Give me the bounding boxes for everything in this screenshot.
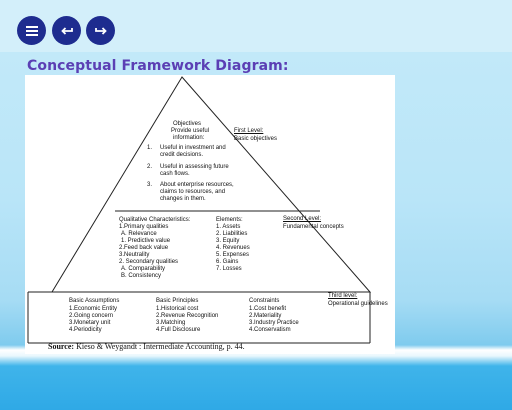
level3-desc: Operational guidelines xyxy=(328,301,388,307)
assumptions-line: 1.Economic Entity xyxy=(69,306,118,312)
elements-heading: Elements: xyxy=(216,217,243,223)
redo-arrow-icon xyxy=(94,26,107,35)
conceptual-framework-diagram: Objectives Provide useful information: 1… xyxy=(25,75,395,354)
objective-3-line2: claims to resources, and xyxy=(160,189,226,195)
elements-line: 5. Expenses xyxy=(216,252,250,258)
pyramid-shape xyxy=(27,76,372,344)
source-text: Kieso & Weygandt : Intermediate Accounti… xyxy=(76,342,245,351)
menu-button[interactable] xyxy=(17,16,46,45)
objective-3-num: 3. xyxy=(147,182,153,188)
level3-title: Third level: xyxy=(328,293,358,299)
qualitative-line: 2.Feed back value xyxy=(119,245,169,251)
objectives-sub2: information: xyxy=(173,135,205,141)
elements-line: 4. Revenues xyxy=(216,245,250,251)
assumptions-line: 2.Going concern xyxy=(69,313,114,319)
principles-heading: Basic Principles xyxy=(156,298,199,304)
elements-line: 1. Assets xyxy=(216,224,241,230)
level1-title: First Level: xyxy=(234,128,264,134)
level2-title: Second Level: xyxy=(283,216,322,222)
top-toolbar xyxy=(0,0,512,52)
objectives-sub1: Provide useful xyxy=(171,128,210,134)
objective-1-line1: Useful in investment and xyxy=(160,145,226,151)
elements-line: 7. Losses xyxy=(216,266,242,272)
elements-line: 2. Liabilities xyxy=(216,231,248,237)
principles-line: 1.Historical cost xyxy=(156,306,199,312)
objective-3-line3: changes in them. xyxy=(160,196,206,202)
objectives-heading: Objectives xyxy=(173,121,202,127)
redo-button[interactable] xyxy=(86,16,115,45)
undo-button[interactable] xyxy=(52,16,81,45)
assumptions-heading: Basic Assumptions xyxy=(69,298,120,304)
hamburger-menu-icon xyxy=(25,25,38,36)
principles-line: 3.Matching xyxy=(156,320,186,326)
objective-1-line2: credit decisions. xyxy=(160,152,204,158)
elements-line: 6. Gains xyxy=(216,259,239,265)
objective-3-line1: About enterprise resources, xyxy=(160,182,234,188)
qualitative-line: B. Consistency xyxy=(121,273,162,279)
elements-line: 3. Equity xyxy=(216,238,240,244)
qualitative-line: 1. Predictive value xyxy=(121,238,171,244)
qualitative-heading: Qualitative Characteristics: xyxy=(119,217,191,223)
constraints-heading: Constraints xyxy=(249,298,280,304)
source-label: Source: xyxy=(48,342,75,351)
page-title: Conceptual Framework Diagram: xyxy=(27,58,289,74)
qualitative-line: 2. Secondary qualities xyxy=(119,259,179,265)
objective-2-num: 2. xyxy=(147,164,153,170)
qualitative-line: A. Relevance xyxy=(121,231,157,237)
objective-1-num: 1. xyxy=(147,145,153,151)
qualitative-line: 3.Neutrality xyxy=(119,252,150,258)
level2-desc: Fundamental concepts xyxy=(283,224,344,230)
objective-2-line2: cash flows. xyxy=(160,171,190,177)
qualitative-line: A. Comparability xyxy=(121,266,166,272)
source-citation: Source: Kieso & Weygandt : Intermediate … xyxy=(48,342,245,351)
constraints-line: 1.Cost benefit xyxy=(249,306,287,312)
constraints-line: 2.Materiality xyxy=(249,313,282,319)
principles-line: 4.Full Disclosure xyxy=(156,327,201,333)
objective-2-line1: Useful in assessing future xyxy=(160,164,229,170)
assumptions-line: 3.Monetary unit xyxy=(69,320,111,326)
principles-line: 2.Revenue Recognition xyxy=(156,313,219,319)
level1-desc: Basic objectives xyxy=(234,136,278,142)
constraints-line: 3.Industry Practice xyxy=(249,320,299,326)
assumptions-line: 4.Periodicity xyxy=(69,327,102,333)
constraints-line: 4.Conservatism xyxy=(249,327,291,333)
undo-arrow-icon xyxy=(60,26,73,35)
qualitative-line: 1.Primary qualities xyxy=(119,224,169,230)
